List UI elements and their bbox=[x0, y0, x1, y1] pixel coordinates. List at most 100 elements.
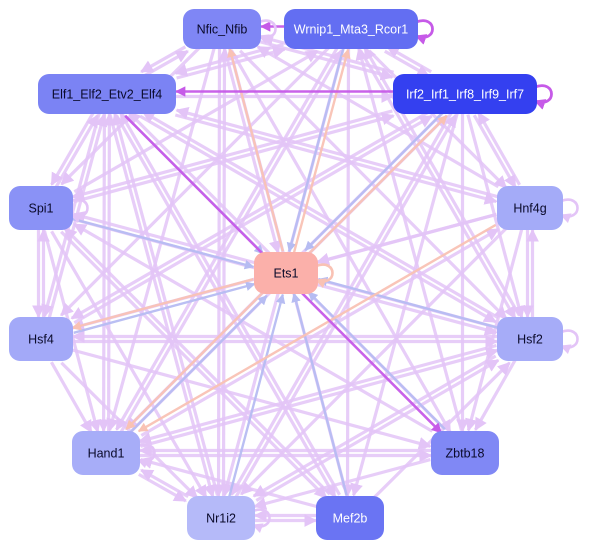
edge-zbtb18-to-wrnip1 bbox=[355, 47, 464, 431]
node-label-nr1i2: Nr1i2 bbox=[206, 512, 236, 526]
node-label-mef2b: Mef2b bbox=[333, 512, 368, 526]
node-irf: Irf2_Irf1_Irf8_Irf9_Irf7 bbox=[393, 74, 537, 114]
node-label-hsf2: Hsf2 bbox=[517, 333, 543, 347]
edge-zbtb18-to-spi1 bbox=[73, 222, 434, 433]
edge-mef2b-to-hand1 bbox=[139, 456, 318, 509]
edge-wrnip1-to-ets1 bbox=[286, 48, 345, 253]
node-hnf4g: Hnf4g bbox=[497, 186, 563, 230]
edge-wrnip1-to-mef2b bbox=[341, 48, 354, 498]
node-label-wrnip1: Wrnip1_Mta3_Rcor1 bbox=[294, 23, 408, 37]
edge-elf-to-hsf2 bbox=[139, 114, 497, 324]
edge-elf-to-hnf4g bbox=[174, 113, 498, 205]
edge-nr1i2-to-hand1 bbox=[140, 468, 189, 498]
edge-mef2b-to-spi1 bbox=[63, 227, 331, 496]
edge-ets1-to-hsf4 bbox=[71, 278, 254, 331]
node-box-ets1 bbox=[254, 252, 318, 294]
edge-hand1-to-hnf4g bbox=[140, 227, 500, 437]
node-zbtb18: Zbtb18 bbox=[431, 431, 499, 475]
self-loop-spi1 bbox=[70, 198, 89, 224]
node-label-elf: Elf1_Elf2_Etv2_Elf4 bbox=[52, 88, 163, 102]
node-ets1: Ets1 bbox=[254, 252, 318, 294]
self-loop-irf bbox=[533, 84, 553, 110]
self-loop-wrnip1 bbox=[414, 19, 434, 45]
edge-ets1-to-hand1 bbox=[125, 291, 265, 431]
edge-nr1i2-to-nfic bbox=[218, 47, 231, 497]
edge-hnf4g-to-hand1 bbox=[137, 223, 497, 433]
edge-nfic-to-elf bbox=[140, 45, 187, 74]
edge-hsf4-to-hand1 bbox=[50, 361, 93, 434]
edge-nr1i2-to-ets1 bbox=[228, 293, 286, 497]
edge-ets1-to-nfic bbox=[227, 47, 285, 252]
node-label-nfic: Nfic_Nfib bbox=[197, 23, 248, 37]
edge-irf-to-ets1 bbox=[304, 111, 445, 252]
node-layer: Nfic_Nfib Wrnip1_Mta3_Rcor1Elf1_Elf2_Etv2… bbox=[9, 9, 563, 540]
edge-ets1-to-wrnip1 bbox=[292, 48, 351, 253]
edge-nfic-to-irf bbox=[259, 40, 394, 81]
node-spi1: Spi1 bbox=[9, 186, 73, 230]
node-hsf2: Hsf2 bbox=[497, 317, 563, 361]
edge-hsf4-to-ets1 bbox=[73, 281, 256, 334]
node-box-hsf2 bbox=[497, 317, 563, 361]
edge-irf-to-hnf4g bbox=[472, 114, 517, 189]
node-nr1i2: Nr1i2 bbox=[187, 496, 255, 540]
node-hsf4: Hsf4 bbox=[9, 317, 73, 361]
node-box-wrnip1 bbox=[284, 9, 418, 49]
node-box-hnf4g bbox=[497, 186, 563, 230]
edge-irf-to-wrnip1 bbox=[386, 45, 432, 74]
edge-hand1-to-ets1 bbox=[128, 294, 268, 434]
node-box-elf bbox=[38, 74, 176, 114]
edge-mef2b-to-ets1 bbox=[291, 292, 348, 496]
edge-hsf4-to-zbtb18 bbox=[71, 348, 432, 450]
edge-nr1i2-to-irf bbox=[234, 114, 458, 498]
node-nfic: Nfic_Nfib bbox=[183, 9, 261, 49]
self-loop-hand1 bbox=[137, 443, 156, 469]
node-label-irf: Irf2_Irf1_Irf8_Irf9_Irf7 bbox=[406, 88, 524, 102]
node-elf: Elf1_Elf2_Etv2_Elf4 bbox=[38, 74, 176, 114]
node-label-hsf4: Hsf4 bbox=[28, 333, 54, 347]
node-box-hsf4 bbox=[9, 317, 73, 361]
edge-nr1i2-to-hsf2 bbox=[255, 358, 500, 502]
node-label-zbtb18: Zbtb18 bbox=[446, 447, 485, 461]
node-box-hand1 bbox=[72, 431, 140, 475]
edge-spi1-to-ets1 bbox=[72, 217, 255, 270]
node-label-hnf4g: Hnf4g bbox=[513, 202, 546, 216]
edge-hsf2-to-ets1 bbox=[317, 276, 499, 329]
node-mef2b: Mef2b bbox=[316, 496, 384, 540]
self-loop-nfic bbox=[258, 19, 277, 45]
node-label-ets1: Ets1 bbox=[273, 267, 298, 281]
edge-layer bbox=[32, 19, 579, 534]
node-box-zbtb18 bbox=[431, 431, 499, 475]
node-hand1: Hand1 bbox=[72, 431, 140, 475]
edge-nfic-to-nr1i2 bbox=[212, 48, 225, 498]
node-box-mef2b bbox=[316, 496, 384, 540]
edge-nfic-to-ets1 bbox=[223, 49, 282, 254]
edge-hnf4g-to-irf bbox=[477, 111, 521, 186]
edge-irf-to-hsf4 bbox=[70, 110, 430, 320]
node-wrnip1: Wrnip1_Mta3_Rcor1 bbox=[284, 9, 418, 49]
edge-irf-to-spi1 bbox=[71, 109, 393, 201]
edge-ets1-to-irf bbox=[307, 114, 448, 255]
edge-zbtb18-to-ets1 bbox=[307, 291, 446, 431]
edge-nr1i2-to-elf bbox=[111, 112, 220, 496]
node-box-nfic bbox=[183, 9, 261, 49]
edge-hsf2-to-nr1i2 bbox=[252, 354, 497, 498]
node-box-spi1 bbox=[9, 186, 73, 230]
edge-hsf4-to-irf bbox=[73, 114, 433, 325]
node-box-nr1i2 bbox=[187, 496, 255, 540]
node-label-hand1: Hand1 bbox=[88, 447, 125, 461]
self-loop-ets1 bbox=[315, 263, 334, 289]
node-label-spi1: Spi1 bbox=[28, 202, 53, 216]
edge-irf-to-nfic bbox=[260, 33, 395, 74]
node-box-irf bbox=[393, 74, 537, 114]
self-loop-hnf4g bbox=[560, 198, 579, 224]
edge-mef2b-to-elf bbox=[119, 111, 341, 496]
edge-wrnip1-to-hand1 bbox=[115, 46, 339, 431]
edge-spi1-to-wrnip1 bbox=[73, 49, 319, 194]
edge-hsf2-to-elf bbox=[141, 110, 500, 320]
edge-spi1-to-irf bbox=[73, 112, 395, 204]
self-loop-nr1i2 bbox=[252, 508, 271, 534]
edge-hsf4-to-nr1i2 bbox=[60, 361, 199, 499]
self-loop-hsf2 bbox=[560, 329, 579, 355]
edge-hand1-to-wrnip1 bbox=[119, 49, 343, 434]
